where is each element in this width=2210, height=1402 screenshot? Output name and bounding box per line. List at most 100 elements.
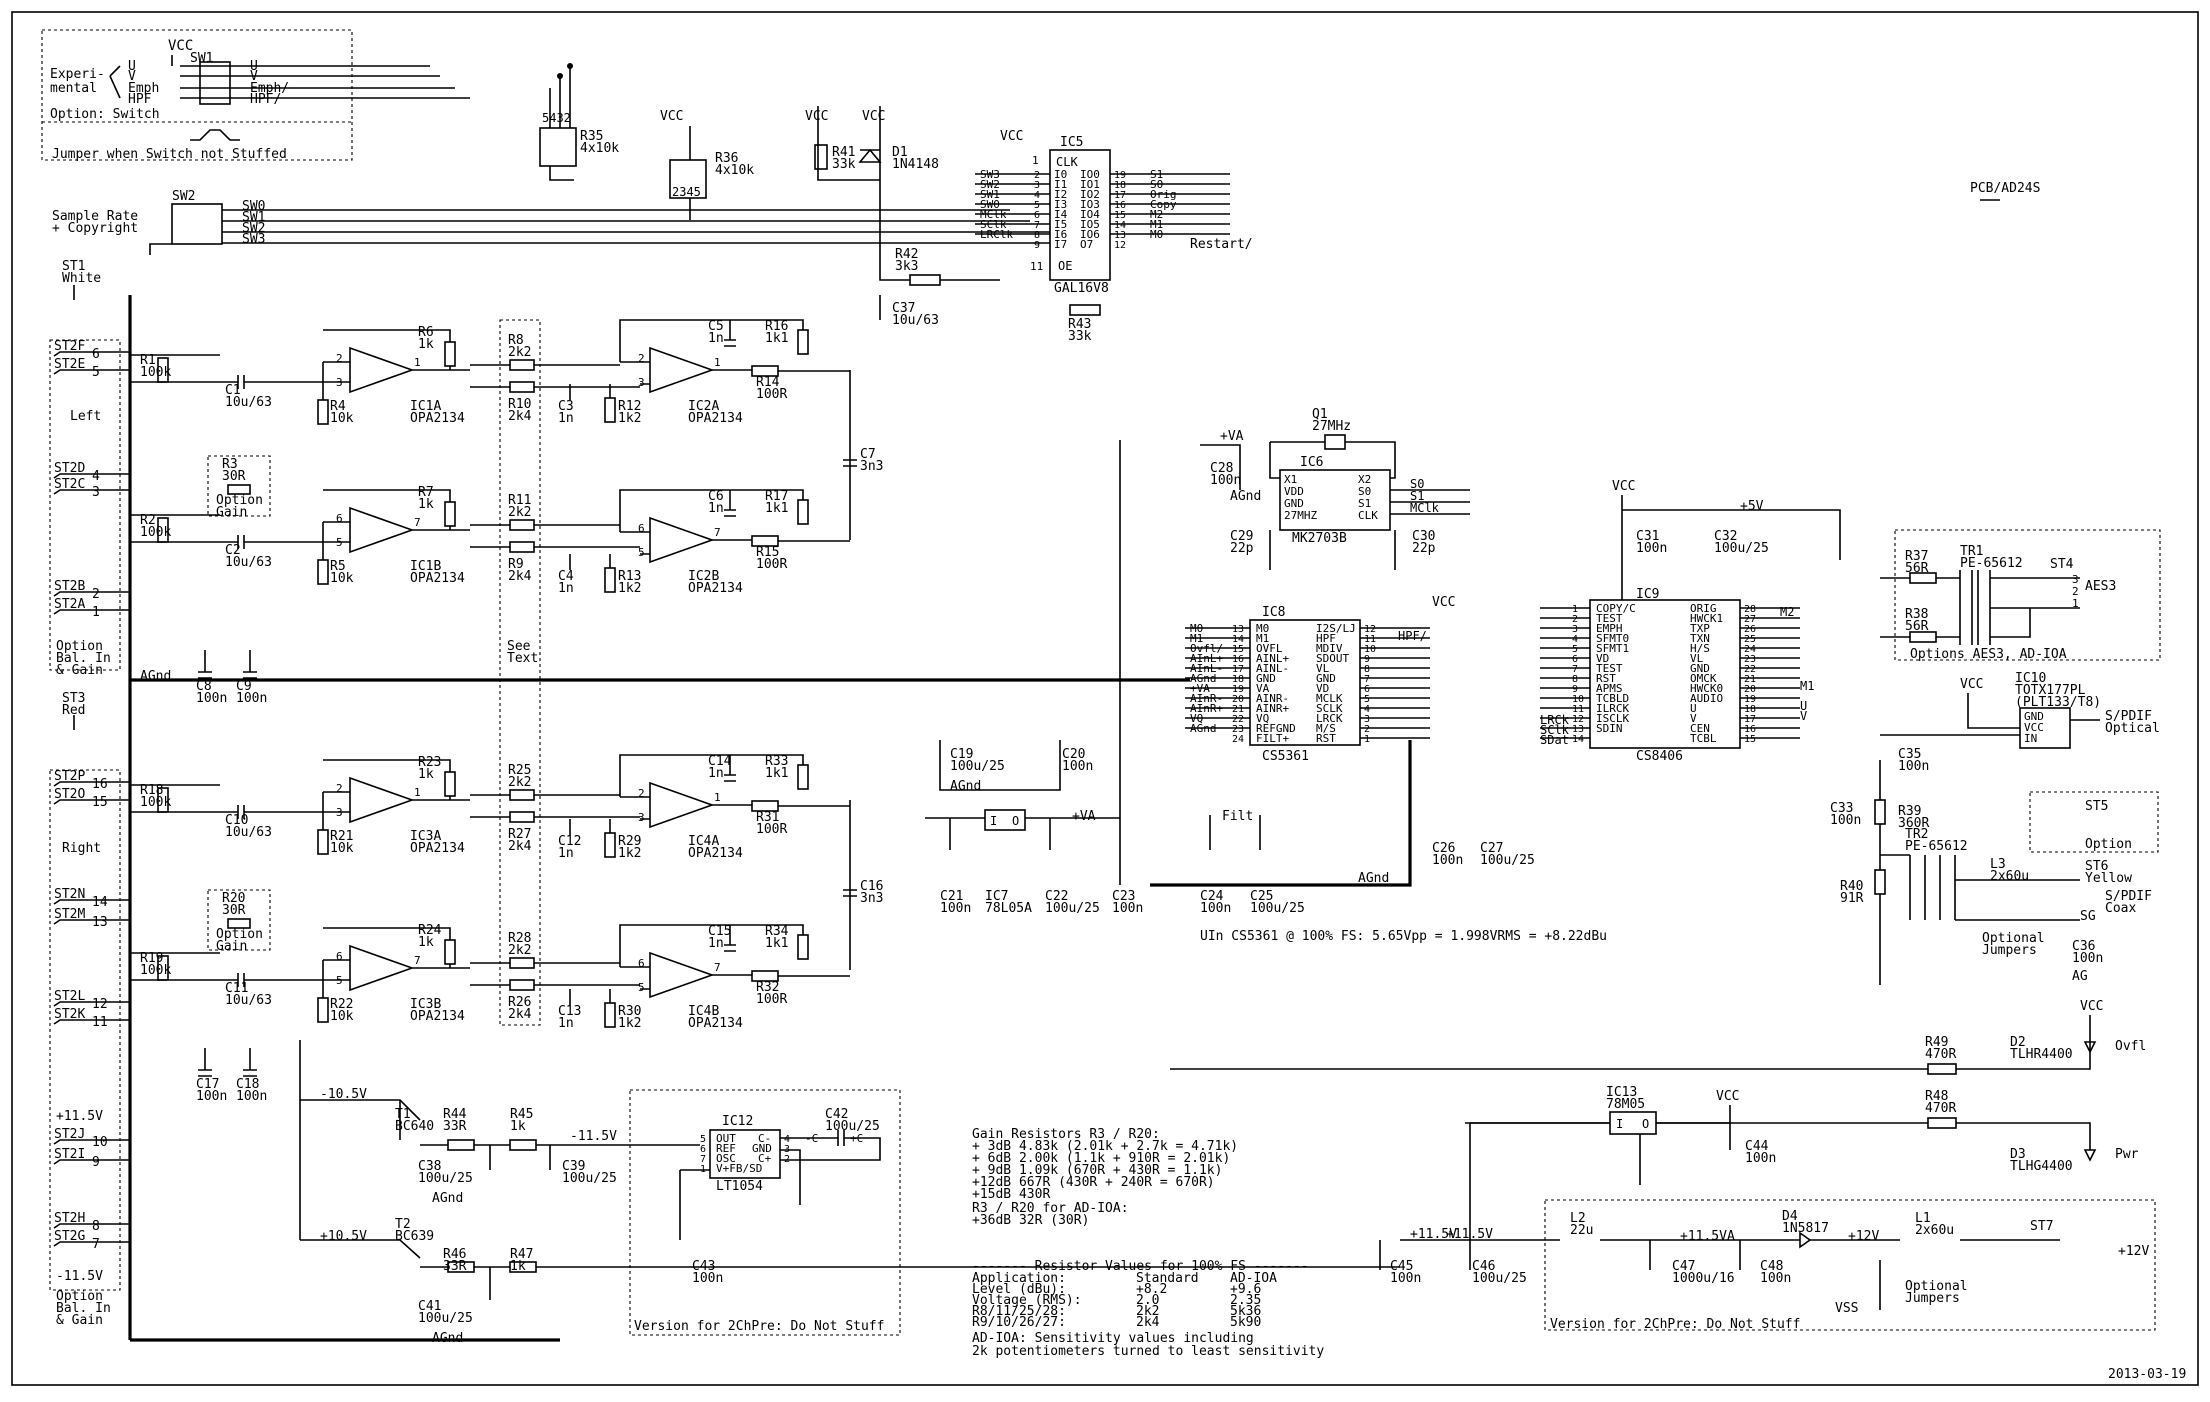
adc-inner-pin: I2S/LJ <box>1316 622 1356 635</box>
svg-text:C44: C44 <box>1745 1139 1769 1154</box>
status-leds: VCC R49 470R D2 TLHR4400 Ovfl R48 470R D… <box>1170 999 2146 1174</box>
svg-text:C+: C+ <box>758 1152 772 1165</box>
svg-text:2x60u: 2x60u <box>1990 869 2029 884</box>
gal-output-pin: IO4 <box>1080 208 1100 221</box>
tx-inner-pin: TXP <box>1690 622 1710 635</box>
output-resistor-value: 100R <box>756 992 787 1007</box>
wire <box>53 473 130 479</box>
jack-st2a: ST2A <box>54 597 85 612</box>
svg-text:AGnd: AGnd <box>1358 871 1389 886</box>
jack-pin: 11 <box>92 1015 108 1030</box>
gain-resistor-value: 10k <box>330 411 354 426</box>
svg-text:Optional: Optional <box>1905 1279 1968 1294</box>
uin-note: UIn CS5361 @ 100% FS: 5.65Vpp = 1.998VRM… <box>1200 929 1607 944</box>
svg-text:1: 1 <box>2072 597 2079 610</box>
decoupling-cap-value: 100n <box>196 691 227 706</box>
tx-inner-pin: V <box>1690 712 1697 725</box>
svg-text:MK2703B: MK2703B <box>1292 531 1347 546</box>
resistor-body <box>444 501 456 527</box>
svg-text:C35: C35 <box>1898 747 1921 762</box>
svg-text:R49: R49 <box>1925 1035 1948 1050</box>
adc-pin-number: 1 <box>1364 734 1370 745</box>
opamp-pin: 2 <box>638 352 645 365</box>
svg-text:Optional: Optional <box>1982 931 2045 946</box>
svg-text:SW3: SW3 <box>242 232 265 247</box>
wire <box>470 364 640 388</box>
jack-pin: 5 <box>92 365 100 380</box>
tx-signal: SDat <box>1540 733 1569 747</box>
opamp-pin: 3 <box>638 811 645 824</box>
jack-st2m: ST2M <box>54 907 85 922</box>
wire <box>130 329 470 400</box>
opamp-ic4b <box>649 951 715 999</box>
wire <box>198 1048 257 1077</box>
resistor-body <box>797 934 809 960</box>
output-resistor: R32 <box>756 980 779 995</box>
output-resistor: R15 <box>756 545 779 560</box>
table-cell-label: R8/11/25/28: <box>972 1304 1066 1319</box>
ground-cap-value: 1n <box>558 846 574 861</box>
wire <box>53 1159 130 1165</box>
opamp-pin: 2 <box>638 787 645 800</box>
gal-input-pin: I0 <box>1054 168 1067 181</box>
svg-text:Option: Option <box>56 1289 103 1304</box>
adc-inner-pin: M/S <box>1316 722 1336 735</box>
feedback-resistor: R16 <box>765 319 788 334</box>
svg-text:T1: T1 <box>395 1107 411 1122</box>
tx-inner-pin: HWCK1 <box>1690 612 1723 625</box>
svg-text:33R: 33R <box>443 1119 467 1134</box>
svg-text:MClk: MClk <box>1410 501 1440 515</box>
opamp-pin: 7 <box>414 954 421 967</box>
svg-text:+ Copyright: + Copyright <box>52 221 138 236</box>
cs8406-body <box>1589 599 1741 749</box>
svg-text:R46: R46 <box>443 1247 466 1262</box>
svg-text:& Gain: & Gain <box>56 1313 103 1328</box>
svg-text:IC6: IC6 <box>1300 455 1323 470</box>
tx-signal: V <box>1800 709 1807 723</box>
ground-resistor-value: 1k2 <box>618 581 641 596</box>
resistor-body <box>604 1002 616 1028</box>
jack-pin: 3 <box>92 485 100 500</box>
gal-output-pin: IO2 <box>1080 188 1100 201</box>
feedback-cap-value: 1n <box>708 766 724 781</box>
svg-text:470R: 470R <box>1925 1101 1956 1116</box>
jack-st2e: ST2E <box>54 357 85 372</box>
adc-pin-number: 22 <box>1232 714 1244 725</box>
switch-block: VCC SW1 Experi- mental U V Emph HPF U V … <box>41 29 470 162</box>
opamp-name: IC1A <box>410 399 441 414</box>
svg-text:GND: GND <box>1284 497 1304 510</box>
table-cell-ad-ioa: AD-IOA <box>1230 1271 1277 1286</box>
divider-resistor-value: 2k2 <box>508 775 531 790</box>
resistor-body <box>509 519 535 531</box>
feedback-cap: C6 <box>708 489 724 504</box>
svg-text:TOTX177PL: TOTX177PL <box>2015 683 2086 698</box>
resistor-body <box>797 764 809 790</box>
svg-text:C37: C37 <box>892 301 915 316</box>
svg-text:CS5361: CS5361 <box>1262 749 1309 764</box>
gal-pin-number: 19 <box>1114 170 1126 181</box>
jack-st2k: ST2K <box>54 1007 85 1022</box>
adc-inner-pin: M1 <box>1256 632 1269 645</box>
svg-text:CLK: CLK <box>1358 509 1378 522</box>
wire <box>53 899 130 905</box>
svg-text:3: 3 <box>2072 573 2079 586</box>
opamp-ic3a <box>349 776 415 824</box>
decoupling-cap: C18 <box>236 1077 259 1092</box>
opamp-name: IC3B <box>410 997 441 1012</box>
svg-text:C20: C20 <box>1062 747 1085 762</box>
divider-resistor-value: 2k4 <box>508 409 532 424</box>
svg-text:TLHR4400: TLHR4400 <box>2010 1047 2073 1062</box>
gal-pin-number: 5 <box>1034 200 1040 211</box>
opamp-pin: 6 <box>336 950 343 963</box>
jack-st2n: ST2N <box>54 887 85 902</box>
svg-text:100n: 100n <box>692 1271 723 1286</box>
svg-text:PE-65612: PE-65612 <box>1905 839 1968 854</box>
jack-st2l: ST2L <box>54 989 85 1004</box>
svg-text:Pwr: Pwr <box>2115 1147 2139 1162</box>
svg-text:1k: 1k <box>510 1119 526 1134</box>
input-resistor-value: 100k <box>140 365 171 380</box>
option-gain-label: Option <box>216 927 263 942</box>
